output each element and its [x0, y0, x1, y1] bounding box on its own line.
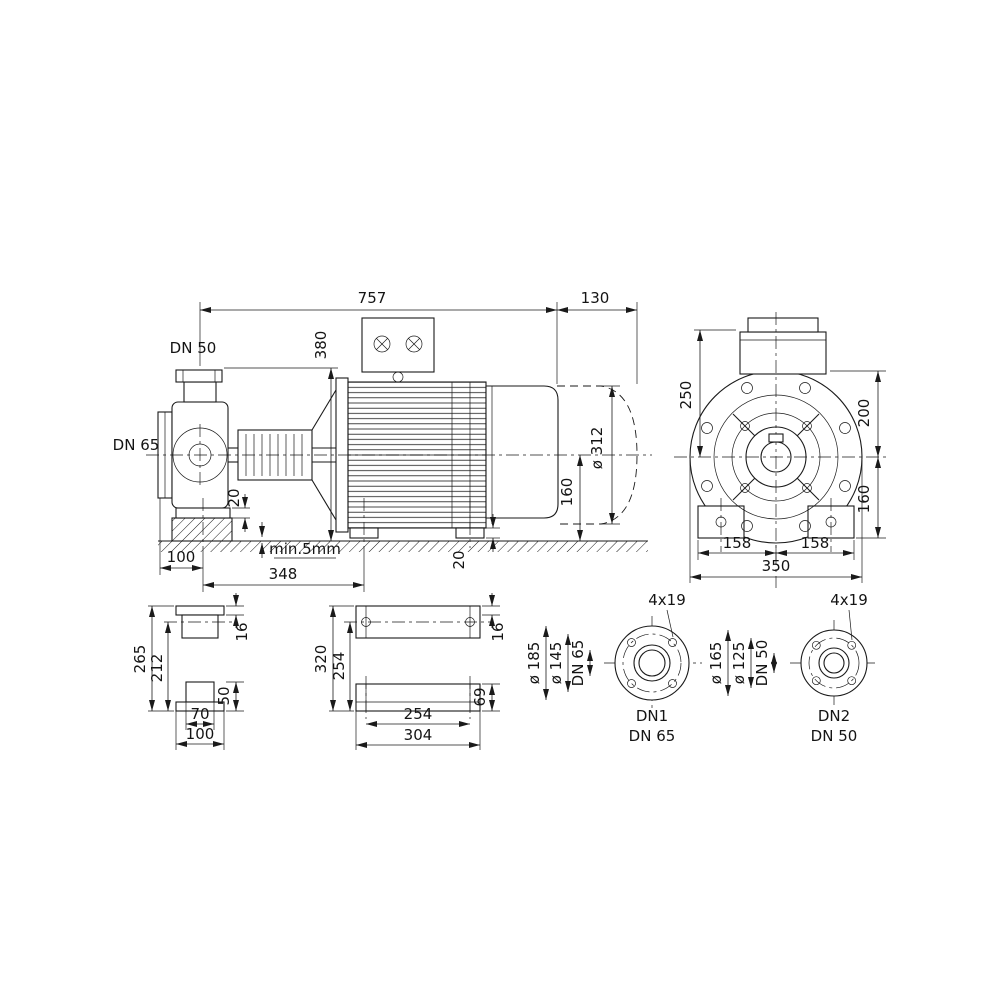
suction-flange-label: DN 65	[113, 436, 160, 454]
spigot-ring	[731, 412, 821, 502]
flange-bolt-holes	[811, 640, 857, 686]
dim-pump-foot-thickness-label: 20	[225, 488, 243, 507]
screw-cross-icon	[408, 338, 420, 350]
flange-outer-circle	[800, 629, 868, 697]
dim-foot-spacing-label: 348	[269, 565, 298, 583]
flange-bolt-holes	[701, 382, 851, 532]
side-view: 757 130 DN 50 DN 65 380 ø 312 160 20 min…	[113, 289, 652, 592]
raised-face-circle	[633, 644, 671, 682]
grout-gap-label: min.5mm	[269, 540, 341, 558]
dim-plate-thickness-label: 16	[233, 622, 251, 641]
pump-foot-detail: 265 212 16 50 70 100	[131, 593, 251, 750]
dim-foot-right-label: 158	[801, 534, 830, 552]
dim-hole-spacing-label: 254	[404, 705, 433, 723]
holes-label: 4x19	[648, 591, 686, 609]
keyway	[768, 433, 784, 443]
discharge-flange-label: DN 50	[170, 339, 217, 357]
dim-shaft-height-label: 160	[558, 478, 576, 507]
foot-stem	[185, 681, 215, 703]
outer-diameter-label: ø 185	[525, 642, 543, 685]
terminal-box	[361, 317, 435, 373]
dim-total-length-label: 757	[358, 289, 387, 307]
discharge-flange	[175, 369, 223, 383]
baseplate-detail: 320 254 16 69 254 304	[312, 593, 507, 750]
lifting-eye-icon	[392, 371, 404, 383]
dim-motor-foot-thickness-label: 20	[450, 550, 468, 569]
flange-caption-size: DN 50	[811, 727, 858, 745]
dim-center-height-label: 254	[330, 652, 348, 681]
dim-overall-height-label: 265	[131, 645, 149, 674]
dim-foot-height-label: 50	[215, 686, 233, 705]
raised-face-circle	[818, 647, 850, 679]
dim-flange-height-label: 380	[312, 331, 330, 360]
nominal-label: DN 65	[569, 640, 587, 687]
hub-circle	[188, 443, 212, 467]
leader-line	[848, 609, 853, 641]
flange-caption-id: DN2	[818, 707, 850, 725]
flange-caption-size: DN 65	[629, 727, 676, 745]
dim-top-half-label: 200	[855, 399, 873, 428]
ribs	[732, 413, 820, 501]
dim-foot-offset-label: 100	[167, 548, 196, 566]
volute-circle	[172, 427, 228, 483]
discharge-stub	[183, 381, 217, 403]
flange-caption-id: DN1	[636, 707, 668, 725]
terminal-box-screw-icon	[405, 335, 423, 353]
dim-foot-left-label: 158	[723, 534, 752, 552]
pump-grout-pad-hatch	[172, 518, 232, 541]
removal-envelope	[557, 385, 638, 525]
dim-foot-height-label: 69	[471, 687, 489, 706]
flange-bolt-holes	[627, 638, 677, 688]
foot-body-top	[181, 614, 219, 639]
bolt-circle	[808, 637, 860, 689]
foot-base	[175, 701, 225, 712]
bore-circle	[823, 652, 845, 674]
leader-line	[666, 609, 674, 638]
dim-width-label: 100	[186, 725, 215, 743]
dim-width-label: 350	[762, 557, 791, 575]
outer-diameter-label: ø 165	[707, 642, 725, 685]
end-view: 250 200 160 158 158 350	[674, 312, 886, 588]
dim-plate-thickness-label: 16	[489, 622, 507, 641]
dim-center-height-label: 212	[148, 654, 166, 683]
flange-ring	[713, 394, 839, 520]
dim-slot-width-label: 70	[190, 705, 209, 723]
dim-width-label: 304	[404, 726, 433, 744]
dim-removal-space-label: 130	[581, 289, 610, 307]
flange-detail-dn50: 4x19 ø 165 ø 125 DN 50 DN2 DN 50	[707, 591, 878, 745]
baseplate-bottom	[355, 683, 481, 712]
nominal-label: DN 50	[753, 640, 771, 687]
dim-box-height-label: 250	[677, 381, 695, 410]
bolt-circle	[622, 633, 682, 693]
hub-circle	[745, 426, 807, 488]
fan-cover	[485, 385, 559, 519]
screw-cross-icon	[376, 338, 388, 350]
flange-outer-circle	[614, 625, 690, 701]
holes-label: 4x19	[830, 591, 868, 609]
bolt-circle-label: ø 125	[730, 642, 748, 685]
terminal-box-screw-icon	[373, 335, 391, 353]
terminal-box-end	[739, 331, 827, 375]
bolt-circle-label: ø 145	[547, 642, 565, 685]
dim-overall-height-label: 320	[312, 645, 330, 674]
terminal-box-cap	[747, 317, 819, 333]
foot-plate-top	[175, 605, 225, 616]
flange-detail-dn65: 4x19 ø 185 ø 145 DN 65 DN1 DN 65	[525, 591, 702, 745]
bore-circle	[638, 649, 666, 677]
dim-shaft-height-end-label: 160	[855, 485, 873, 514]
dim-motor-diameter-label: ø 312	[588, 427, 606, 470]
ground-hatch	[158, 541, 648, 552]
